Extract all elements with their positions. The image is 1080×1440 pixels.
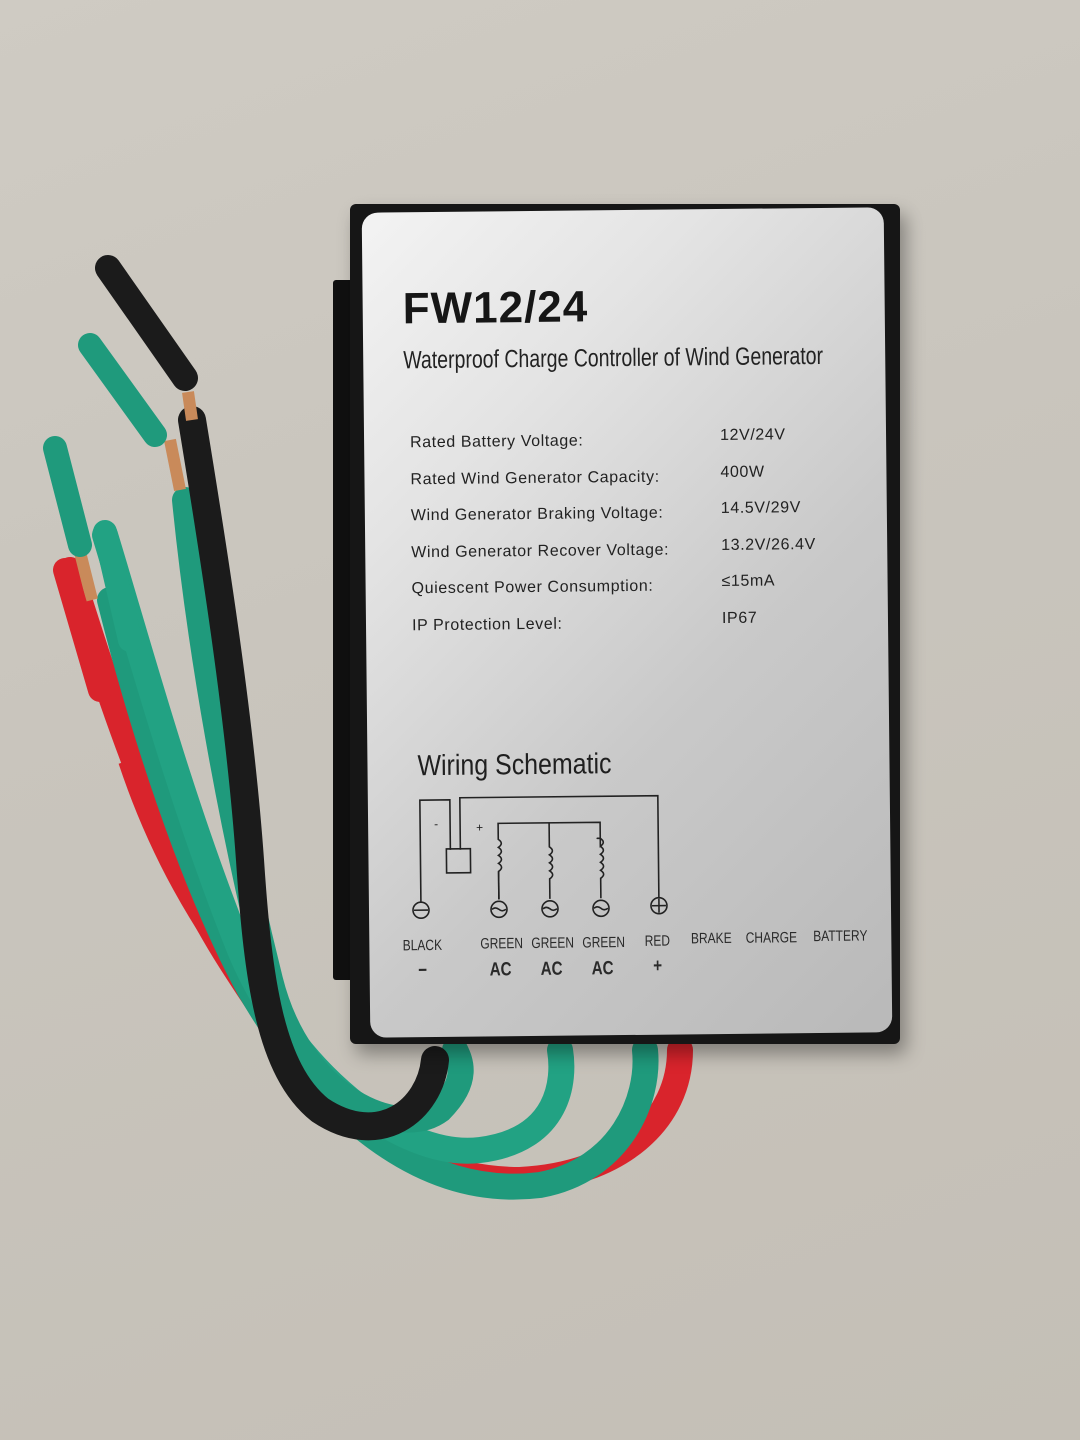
spec-row: IP Protection Level: IP67 (411, 609, 852, 653)
spec-value: 14.5V/29V (720, 499, 802, 518)
terminal-sub-green-1: AC (489, 959, 512, 981)
spec-row: Quiescent Power Consumption: ≤15mA (411, 572, 852, 617)
terminal-sub-red: + (653, 955, 663, 977)
indicator-label-charge: CHARGE (745, 929, 798, 947)
terminal-label-green-1: GREEN (480, 935, 524, 953)
model-name: FW12/24 (402, 282, 589, 334)
spec-label: Rated Wind Generator Capacity: (410, 468, 660, 488)
spec-table: Rated Battery Voltage: 12V/24V Rated Wind… (410, 426, 852, 654)
spec-label: Rated Battery Voltage: (410, 432, 584, 452)
indicator-label-brake: BRAKE (690, 929, 732, 948)
terminal-sub-black: − (418, 960, 428, 982)
terminal-label-black: BLACK (402, 936, 443, 955)
battery-plus-mark: + (476, 821, 483, 835)
spec-row: Wind Generator Recover Voltage: 13.2V/26.… (411, 535, 851, 580)
spec-value: 12V/24V (719, 426, 786, 445)
terminal-label-green-2: GREEN (531, 934, 575, 953)
product-label: FW12/24 Waterproof Charge Controller of … (361, 207, 893, 1038)
spec-value: 400W (720, 463, 765, 481)
battery-minus-mark: - (434, 817, 438, 831)
schematic-title: Wiring Schematic (417, 748, 612, 783)
spec-value: 13.2V/26.4V (721, 535, 816, 554)
spec-value: IP67 (721, 609, 758, 627)
spec-label: Quiescent Power Consumption: (411, 577, 654, 598)
indicator-label-battery: BATTERY (813, 927, 868, 946)
terminal-sub-green-2: AC (540, 958, 563, 980)
spec-label: Wind Generator Braking Voltage: (410, 504, 664, 525)
wiring-schematic-diagram: - + (412, 794, 668, 919)
spec-row: Rated Battery Voltage: 12V/24V (410, 426, 850, 471)
terminal-label-green-3: GREEN (582, 934, 626, 952)
terminal-sub-green-3: AC (591, 958, 614, 980)
spec-label: IP Protection Level: (411, 615, 563, 634)
spec-value: ≤15mA (721, 572, 776, 591)
spec-label: Wind Generator Recover Voltage: (411, 541, 670, 561)
product-subtitle: Waterproof Charge Controller of Wind Gen… (403, 341, 824, 375)
terminal-label-red: RED (644, 932, 671, 950)
